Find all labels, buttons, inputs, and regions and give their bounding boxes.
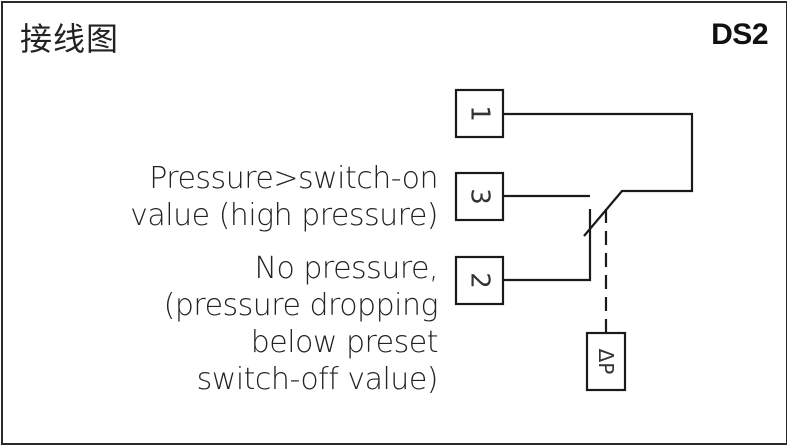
- model-code: DS2: [711, 18, 768, 51]
- wire-terminal-2: [503, 209, 592, 282]
- no-pressure-label-line-1: No pressure,: [254, 251, 439, 286]
- high-pressure-label-line-1: Pressure>switch-on: [149, 161, 438, 196]
- no-pressure-label: No pressure, (pressure dropping below pr…: [163, 250, 439, 398]
- wire-terminal-1-common: [503, 112, 694, 237]
- high-pressure-label: Pressure>switch-on value (high pressure): [130, 160, 438, 234]
- diagram-title: 接线图: [20, 20, 120, 58]
- pressure-sensor-label: ΔP: [594, 349, 618, 375]
- no-pressure-label-line-2: (pressure dropping: [163, 288, 439, 323]
- terminal-3-number: 3: [465, 188, 495, 205]
- no-pressure-label-line-3: below preset: [250, 325, 439, 360]
- terminal-2-number: 2: [465, 272, 495, 289]
- terminal-1-number: 1: [465, 105, 495, 122]
- no-pressure-label-line-4: switch-off value): [196, 362, 439, 397]
- high-pressure-label-line-2: value (high pressure): [130, 198, 438, 233]
